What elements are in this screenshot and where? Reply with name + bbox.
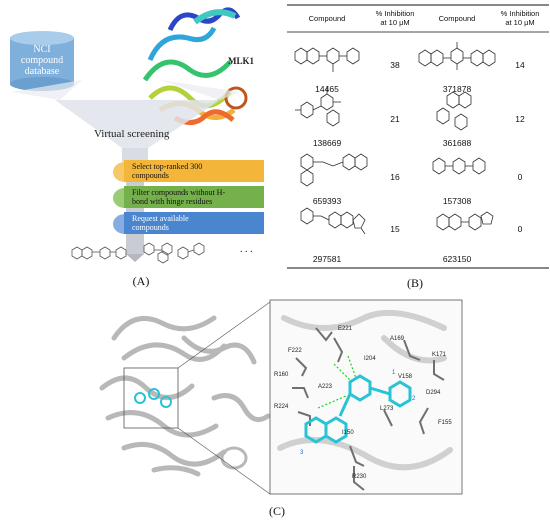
molecule-623150	[436, 211, 494, 231]
molecule-drawings	[294, 42, 496, 235]
molecule-14465	[294, 47, 360, 72]
molecule-297581	[300, 207, 366, 235]
residue-label: K171	[432, 352, 447, 358]
workflow-graphic	[10, 7, 248, 262]
screening-label: Virtual screening	[94, 128, 170, 140]
ligand-overview	[134, 388, 172, 408]
compound-id: 157308	[442, 196, 472, 206]
molecule-157308	[432, 157, 486, 175]
panel-c-label: (C)	[269, 504, 285, 518]
compound-id: 371878	[442, 84, 472, 94]
residue-label: I204	[364, 356, 376, 362]
molecule-659393	[300, 153, 368, 187]
hydrogen-bonds	[317, 355, 357, 409]
table-rules	[287, 4, 549, 269]
hit-structures-row	[71, 242, 205, 264]
residue-label: R230	[352, 474, 367, 480]
residue-label: D294	[426, 390, 441, 396]
inhibition-value: 14	[515, 60, 525, 70]
funnel-tip-icon	[126, 254, 144, 262]
panel-c-docking	[99, 299, 463, 495]
header-inhibition-right: % Inhibition at 10 μM	[500, 9, 540, 27]
panel-a-workflow: NCI compound database MLK1 Virtual scree…	[0, 0, 280, 290]
inhibition-value: 12	[515, 114, 525, 124]
molecule-371878	[418, 42, 496, 70]
site-number: 1	[392, 370, 396, 376]
residue-label: L273	[380, 406, 394, 412]
site-number: 2	[412, 396, 416, 402]
compound-id: 623150	[442, 254, 472, 264]
residue-sticks	[292, 327, 445, 491]
compound-id: 361688	[442, 138, 472, 148]
binding-site-box	[123, 367, 179, 429]
protein-label: MLK1	[228, 56, 254, 66]
inhibition-value: 0	[517, 224, 523, 234]
residue-label: I150	[342, 430, 354, 436]
panel-b-label: (B)	[407, 276, 423, 290]
inhibition-value: 16	[390, 172, 400, 182]
site-number: 3	[300, 450, 304, 456]
molecule-361688	[436, 91, 472, 131]
residue-label: R160	[274, 372, 289, 378]
database-label: NCI compound database	[20, 44, 64, 77]
residue-label: R224	[274, 404, 289, 410]
panel-b-table: Compound % Inhibition at 10 μM Compound …	[287, 2, 549, 270]
zoom-line-top	[177, 301, 271, 369]
molecule-138669	[295, 86, 341, 127]
residue-label: F155	[438, 420, 452, 426]
header-inhibition-left: % Inhibition at 10 μM	[375, 9, 415, 27]
residue-label: F222	[288, 348, 302, 354]
ellipsis: . . .	[240, 244, 253, 255]
ligand-zoom	[304, 374, 412, 444]
inhibition-value: 15	[390, 224, 400, 234]
residue-label: E221	[338, 326, 353, 332]
header-compound-right: Compound	[438, 14, 476, 23]
residue-label: V158	[398, 374, 413, 380]
compound-id: 14465	[315, 84, 339, 94]
residue-label: A223	[318, 384, 333, 390]
inhibition-value: 21	[390, 114, 400, 124]
compound-id: 297581	[312, 254, 342, 264]
inhibition-value: 38	[390, 60, 400, 70]
residue-label: A169	[390, 336, 405, 342]
zoom-line-bottom	[177, 427, 271, 495]
funnel-icon	[12, 80, 240, 170]
header-compound-left: Compound	[308, 14, 346, 23]
protein-structure-icon	[142, 7, 248, 125]
panel-a-label: (A)	[132, 274, 150, 288]
step-2-box: Filter compounds without H-bond with hin…	[124, 186, 264, 208]
inhibition-value: 0	[517, 172, 523, 182]
compound-id: 659393	[312, 196, 342, 206]
compound-id: 138669	[312, 138, 342, 148]
protein-cartoon	[99, 315, 271, 477]
